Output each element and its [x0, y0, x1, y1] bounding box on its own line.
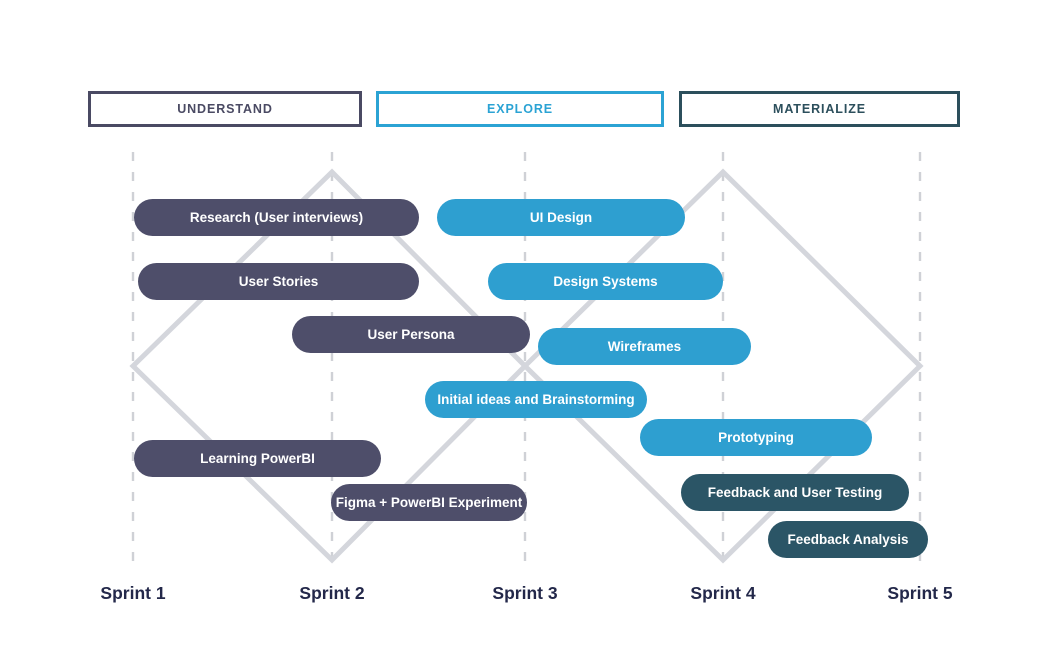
task-pill[interactable]: User Persona — [292, 316, 530, 353]
sprint-label-1: Sprint 1 — [100, 583, 166, 603]
diamond-2 — [521, 168, 924, 564]
task-pill[interactable]: User Stories — [138, 263, 419, 300]
task-label: Figma + PowerBI Experiment — [335, 495, 523, 510]
phase-box-understand[interactable]: UNDERSTAND — [88, 91, 362, 127]
task-pill[interactable]: Feedback and User Testing — [681, 474, 909, 511]
task-pill[interactable]: Figma + PowerBI Experiment — [331, 484, 527, 521]
task-pill[interactable]: Feedback Analysis — [768, 521, 928, 558]
task-label: Research (User interviews) — [189, 210, 364, 225]
phase-label: EXPLORE — [486, 102, 554, 116]
task-label: User Stories — [238, 274, 319, 289]
task-label: Design Systems — [553, 274, 658, 289]
task-label: Feedback and User Testing — [707, 485, 883, 500]
sprint-label-5: Sprint 5 — [887, 583, 953, 603]
phase-box-explore[interactable]: EXPLORE — [376, 91, 664, 127]
task-pill[interactable]: UI Design — [437, 199, 685, 236]
task-label: Learning PowerBI — [200, 451, 315, 466]
task-pill[interactable]: Prototyping — [640, 419, 872, 456]
phase-label: MATERIALIZE — [773, 102, 866, 116]
task-label: User Persona — [367, 327, 455, 342]
task-label: Prototyping — [718, 430, 794, 445]
task-label: Feedback Analysis — [787, 532, 909, 547]
sprint-label-2: Sprint 2 — [299, 583, 365, 603]
task-pill[interactable]: Wireframes — [538, 328, 751, 365]
task-pill[interactable]: Research (User interviews) — [134, 199, 419, 236]
task-label: UI Design — [529, 210, 593, 225]
double-diamond-outline — [129, 168, 924, 564]
phase-box-materialize[interactable]: MATERIALIZE — [679, 91, 960, 127]
task-pill[interactable]: Design Systems — [488, 263, 723, 300]
phase-label: UNDERSTAND — [177, 102, 273, 116]
sprint-label-4: Sprint 4 — [690, 583, 756, 603]
task-pill[interactable]: Initial ideas and Brainstorming — [425, 381, 647, 418]
task-pill[interactable]: Learning PowerBI — [134, 440, 381, 477]
task-label: Wireframes — [607, 339, 682, 354]
task-label: Initial ideas and Brainstorming — [437, 392, 635, 407]
sprint-label-3: Sprint 3 — [492, 583, 558, 603]
